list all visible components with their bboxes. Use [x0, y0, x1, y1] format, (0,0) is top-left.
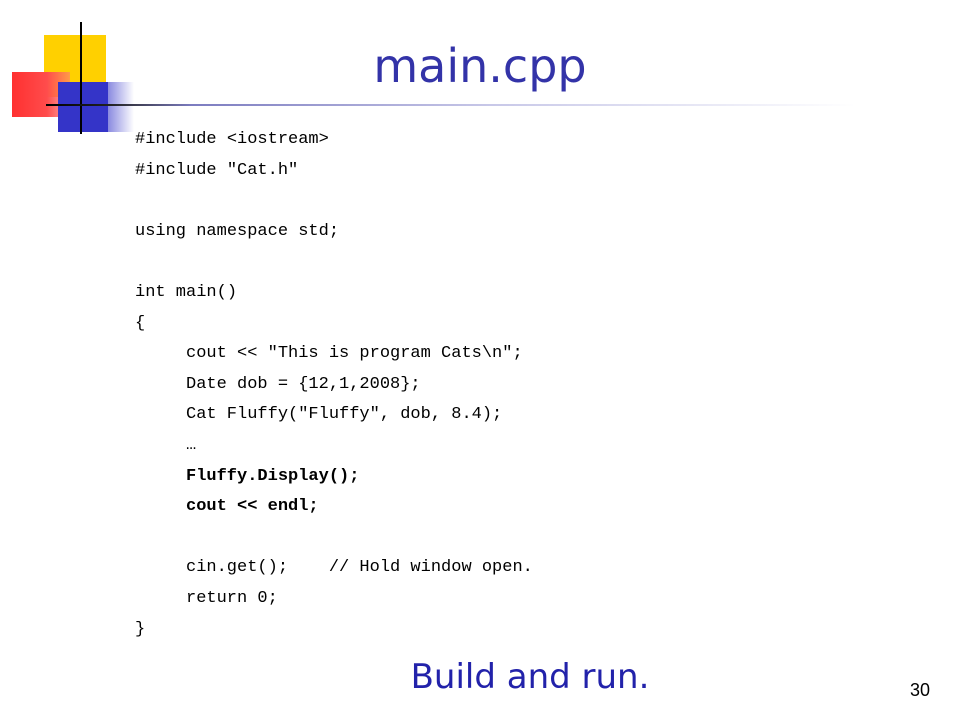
code-line-main-signature: int main() — [135, 282, 238, 302]
code-listing: #include <iostream> #include "Cat.h" usi… — [135, 125, 533, 645]
slide-title: main.cpp — [373, 39, 587, 93]
code-line-include-iostream: #include <iostream> — [135, 130, 329, 149]
code-line-ellipsis: … — [186, 435, 197, 455]
code-line-cin-get: cin.get(); // Hold window open. — [186, 558, 533, 578]
code-line-date-dob: Date dob = {12,1,2008}; — [186, 374, 421, 394]
decor-vertical-line — [80, 22, 82, 134]
page-number: 30 — [909, 680, 930, 700]
decor-blue-fade — [108, 82, 134, 132]
code-line-blank — [135, 186, 533, 217]
code-line-close-brace: } — [135, 619, 146, 639]
title-underline — [46, 104, 856, 106]
decor-blue-square — [58, 82, 110, 132]
code-line-cat-fluffy: Cat Fluffy("Fluffy", dob, 8.4); — [186, 405, 503, 425]
code-line-return: return 0; — [186, 588, 278, 608]
code-line-include-cat: #include "Cat.h" — [135, 160, 299, 180]
code-line-cout-endl: cout << endl; — [186, 497, 319, 517]
code-line-blank — [135, 523, 533, 554]
code-line-open-brace: { — [135, 313, 146, 333]
footer-caption: Build and run. — [410, 657, 650, 697]
code-line-using-namespace: using namespace std; — [135, 221, 340, 241]
code-line-blank — [135, 247, 533, 278]
code-line-cout-message: cout << "This is program Cats\n"; — [186, 344, 523, 364]
code-line-display-call: Fluffy.Display(); — [186, 466, 360, 486]
